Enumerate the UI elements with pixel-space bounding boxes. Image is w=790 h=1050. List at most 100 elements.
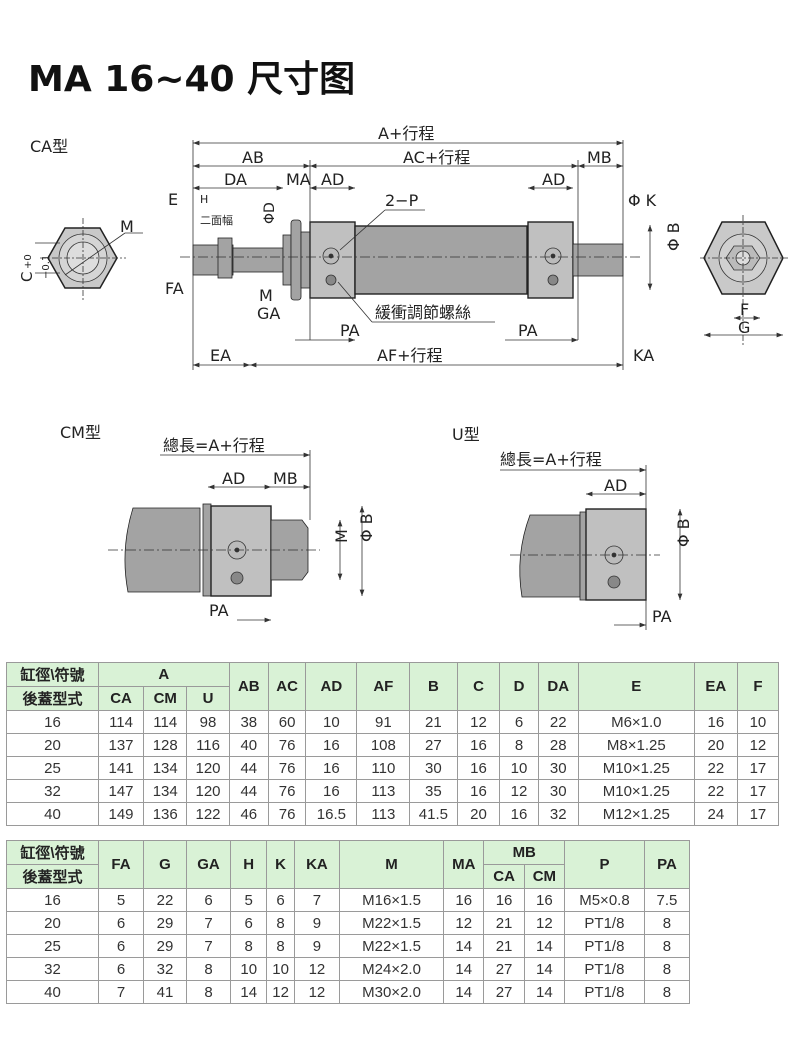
table-cell: PT1/8 xyxy=(564,911,645,935)
table-cell: 9 xyxy=(293,911,340,935)
label-m: M xyxy=(259,286,273,305)
table-cell: M22×1.5 xyxy=(338,911,445,935)
table-cell: M10×1.25 xyxy=(577,779,695,803)
table-cell: 16 xyxy=(305,733,358,757)
table-cell: 7 xyxy=(185,911,232,935)
label-ma: MA xyxy=(286,170,311,189)
label-ga: GA xyxy=(257,304,280,323)
header-a-ca: CA xyxy=(97,686,145,711)
table-cell: 149 xyxy=(97,802,145,826)
label-g: G xyxy=(738,318,750,337)
table-cell: 16.5 xyxy=(305,802,358,826)
label-cushion-screw: 緩衝調節螺絲 xyxy=(375,303,471,322)
label-pa-left: PA xyxy=(340,321,360,340)
label-fa: FA xyxy=(165,279,184,298)
table-cell: 14 xyxy=(523,980,566,1004)
label-af-stroke: AF+行程 xyxy=(377,346,443,365)
table-cell: 27 xyxy=(483,980,525,1004)
table-cell: M16×1.5 xyxy=(338,888,445,912)
header-ea: EA xyxy=(693,662,738,711)
label-ea: EA xyxy=(210,346,231,365)
table-cell: 20 xyxy=(693,733,738,757)
table-cell: PT1/8 xyxy=(564,957,645,981)
table-cell: 16 xyxy=(456,779,501,803)
table-cell: 29 xyxy=(143,911,187,935)
label-pa-u: PA xyxy=(652,607,672,626)
table-cell: 12 xyxy=(523,911,566,935)
header-ad: AD xyxy=(305,662,358,711)
label-phi-b-cm: Φ B xyxy=(357,513,376,542)
cm-type-view xyxy=(108,450,365,623)
u-type-label: U型 xyxy=(452,425,480,444)
table-cell: 17 xyxy=(736,802,780,826)
header-fa: FA xyxy=(98,840,144,889)
table-cell: 10 xyxy=(499,756,539,780)
table-cell: 27 xyxy=(483,957,525,981)
table-cell: M30×2.0 xyxy=(338,980,445,1004)
drawing-labels: CA型 M C +0 −0.1 A+行程 AB AC+行程 MB DA MA A… xyxy=(18,124,750,626)
table-cell: 41.5 xyxy=(409,802,458,826)
table-cell: 27 xyxy=(409,733,458,757)
table-cell: 122 xyxy=(186,802,230,826)
table-cell: 114 xyxy=(97,710,145,734)
table-cell: 28 xyxy=(537,733,579,757)
table-cell: 16 xyxy=(456,733,501,757)
table-cell: 8 xyxy=(643,911,691,935)
header-ka: KA xyxy=(293,840,340,889)
table-cell: 14 xyxy=(443,980,485,1004)
table-cell: 5 xyxy=(230,888,268,912)
cm-type-label: CM型 xyxy=(60,423,101,442)
header-corner-top: 缸徑\符號 xyxy=(5,840,100,865)
header-ac: AC xyxy=(267,662,307,711)
table-cell: 147 xyxy=(97,779,145,803)
table-cell: 40 xyxy=(228,733,269,757)
table-cell: 7 xyxy=(293,888,340,912)
table-cell: 6 xyxy=(185,888,232,912)
label-mb: MB xyxy=(587,148,612,167)
table-cell: 30 xyxy=(409,756,458,780)
label-h: H xyxy=(200,193,208,206)
table-cell: 14 xyxy=(443,957,485,981)
table-cell: 41 xyxy=(143,980,187,1004)
label-total-length-u: 總長=A+行程 xyxy=(500,450,602,469)
table-cell: 120 xyxy=(186,756,230,780)
table-cell: 116 xyxy=(186,733,230,757)
header-d: D xyxy=(499,662,539,711)
header-p: P xyxy=(564,840,645,889)
table-cell: 32 xyxy=(5,957,100,981)
table-cell: M12×1.25 xyxy=(577,802,695,826)
table-cell: 6 xyxy=(230,911,268,935)
table-cell: 12 xyxy=(293,980,340,1004)
table-cell: 10 xyxy=(266,957,295,981)
label-mb-cm: MB xyxy=(273,469,298,488)
table-cell: 14 xyxy=(230,980,268,1004)
table-cell: 14 xyxy=(443,934,485,958)
table-cell: 20 xyxy=(6,733,99,757)
rod-end-view xyxy=(700,215,788,345)
label-pa-cm: PA xyxy=(209,601,229,620)
header-g: G xyxy=(143,840,187,889)
table-cell: 35 xyxy=(409,779,458,803)
table-cell: 22 xyxy=(537,710,579,734)
table-cell: 10 xyxy=(736,710,780,734)
table-cell: 17 xyxy=(736,756,780,780)
table-cell: 134 xyxy=(143,779,188,803)
table-cell: 8 xyxy=(185,957,232,981)
table-cell: 32 xyxy=(6,779,99,803)
table-cell: 5 xyxy=(98,888,144,912)
header-af: AF xyxy=(356,662,411,711)
table-cell: 30 xyxy=(537,756,579,780)
table-cell: 8 xyxy=(230,934,268,958)
table-cell: 76 xyxy=(267,756,307,780)
table-cell: 10 xyxy=(305,710,358,734)
table-cell: 22 xyxy=(693,779,738,803)
table-cell: 136 xyxy=(143,802,188,826)
table-cell: 21 xyxy=(483,911,525,935)
table-cell: M6×1.0 xyxy=(577,710,695,734)
